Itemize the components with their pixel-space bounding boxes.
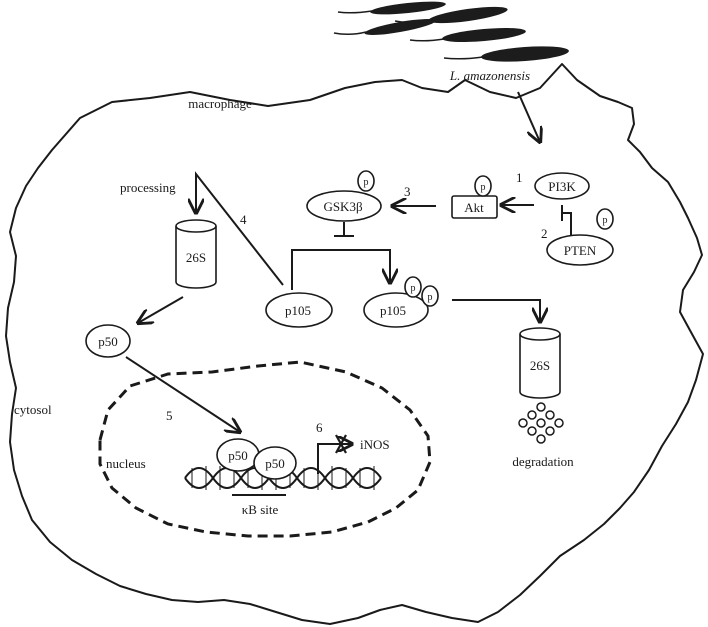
p50-free-label: p50 xyxy=(98,334,118,349)
p105-phospho-label: p105 xyxy=(380,303,406,318)
cytosol-label: cytosol xyxy=(14,402,52,417)
step-4: 4 xyxy=(240,212,247,227)
proteasome-right-label: 26S xyxy=(530,358,550,373)
degradation-label: degradation xyxy=(512,454,574,469)
parasite-3 xyxy=(333,19,436,36)
gsk3b-node xyxy=(306,190,382,222)
pten-label: PTEN xyxy=(564,243,597,258)
processing-arrow xyxy=(196,171,284,286)
pi3k-label: PI3K xyxy=(548,179,576,194)
p50-translocation-arrow xyxy=(125,356,240,432)
svg-text:p: p xyxy=(603,215,608,226)
proteasome-left: 26S xyxy=(175,219,217,289)
step-3: 3 xyxy=(404,184,411,199)
macrophage-label: macrophage xyxy=(188,96,252,111)
p105-phospho-badge-1: p xyxy=(404,276,422,298)
pi3k-node xyxy=(534,172,590,200)
parasite-4 xyxy=(409,27,526,43)
p105-phospho-badge-2: p xyxy=(421,285,439,307)
pten-phospho-badge: p xyxy=(596,208,614,230)
processing-label: processing xyxy=(120,180,176,195)
p50-dimer-a-label: p50 xyxy=(228,448,248,463)
proteasome-left-label: 26S xyxy=(186,250,206,265)
p105-label: p105 xyxy=(285,303,311,318)
svg-text:p: p xyxy=(481,182,486,193)
gsk3b-phospho-badge: p xyxy=(357,170,375,192)
proteasome-right: 26S xyxy=(519,327,561,399)
akt-label: Akt xyxy=(464,200,484,215)
p105-phosphorylation-arrow xyxy=(291,249,390,290)
gsk3b-label: GSK3β xyxy=(323,199,363,214)
parasite-label: L. amazonensis xyxy=(449,68,530,83)
step-2: 2 xyxy=(541,226,548,241)
proteasome-to-p50-arrow xyxy=(138,296,184,323)
svg-text:p: p xyxy=(411,283,416,294)
degradation-fragments xyxy=(518,402,564,444)
p50-dimer-b xyxy=(253,446,297,480)
parasite-entry-arrow xyxy=(517,91,540,142)
svg-text:p: p xyxy=(364,177,369,188)
akt-node xyxy=(451,195,498,219)
akt-phospho-badge: p xyxy=(474,175,492,197)
p105-to-degradation-arrow xyxy=(452,299,540,322)
kb-site-label: κB site xyxy=(242,502,279,517)
p50-dimer-b-label: p50 xyxy=(265,456,285,471)
svg-text:p: p xyxy=(428,292,433,303)
step-5: 5 xyxy=(166,408,173,423)
step-1: 1 xyxy=(516,170,523,185)
parasite-5 xyxy=(443,46,569,62)
transcription-block-x xyxy=(335,434,347,454)
p50-free-node xyxy=(85,324,131,358)
parasite-cluster xyxy=(333,1,569,62)
pten-inhibition-line xyxy=(562,212,572,235)
nucleus-label: nucleus xyxy=(106,456,146,471)
pten-node xyxy=(546,234,614,266)
step-6: 6 xyxy=(316,420,323,435)
parasite-1 xyxy=(337,1,446,15)
p105-phospho-node xyxy=(363,292,429,328)
inos-label: iNOS xyxy=(360,437,390,452)
p105-node xyxy=(265,292,333,328)
macrophage-membrane xyxy=(5,63,704,625)
